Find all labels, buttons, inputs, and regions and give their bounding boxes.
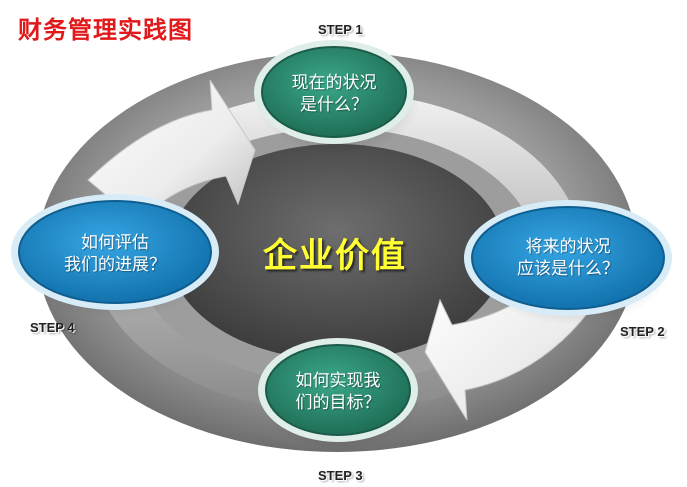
page-title: 财务管理实践图: [18, 16, 193, 44]
step2-line1: 将来的状况: [525, 237, 611, 257]
step3-label: STEP 3: [318, 468, 363, 483]
step4-label: STEP 4: [30, 320, 75, 335]
step4-line1: 如何评估: [81, 233, 149, 253]
step3-line1: 如何实现我: [295, 371, 381, 391]
step2-text: 将来的状况 应该是什么？: [493, 236, 643, 280]
step1-circle: [261, 46, 407, 138]
step4-line2: 我们的进展？: [64, 255, 166, 275]
step1-label: STEP 1: [318, 22, 363, 37]
step2-circle: [471, 206, 665, 310]
step1-line1: 现在的状况: [291, 73, 377, 93]
center-title: 企业价值: [263, 236, 407, 276]
step2-label: STEP 2: [620, 324, 665, 339]
center-ellipse: [169, 144, 505, 360]
step2-line2: 应该是什么？: [517, 259, 619, 279]
step4-text: 如何评估 我们的进展？: [40, 232, 190, 276]
step3-circle: [265, 344, 411, 436]
step4-circle: [18, 200, 212, 304]
step1-line2: 是什么？: [300, 95, 368, 115]
step1-text: 现在的状况 是什么？: [274, 72, 394, 116]
step3-text: 如何实现我 们的目标？: [278, 370, 398, 414]
step3-line2: 们的目标？: [295, 393, 381, 413]
